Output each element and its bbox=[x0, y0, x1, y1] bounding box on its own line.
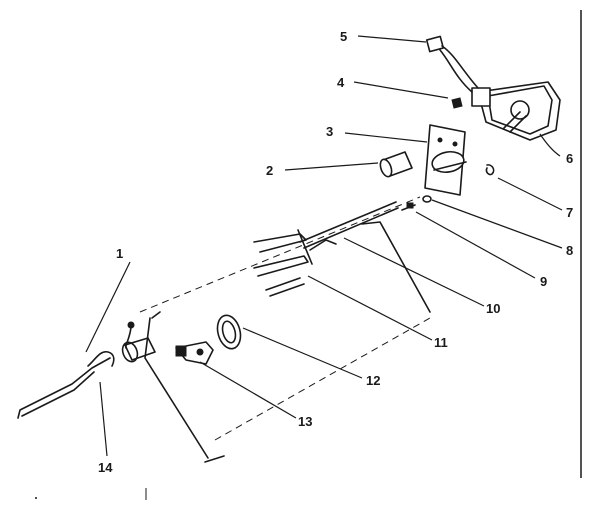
part-6-motor bbox=[471, 81, 561, 141]
callout-8: 8 bbox=[566, 243, 573, 258]
assembly-axis bbox=[139, 196, 421, 313]
callout-1: 1 bbox=[116, 246, 123, 261]
part-1-rod bbox=[17, 350, 115, 419]
callout-13: 13 bbox=[298, 414, 312, 429]
part-9-pin bbox=[401, 202, 416, 211]
callout-6: 6 bbox=[566, 151, 573, 166]
part-14-burner bbox=[121, 311, 225, 463]
callout-11: 11 bbox=[434, 335, 448, 350]
callout-9: 9 bbox=[540, 274, 547, 289]
callout-labels: 1 2 3 4 5 6 7 8 9 10 11 12 13 14 bbox=[98, 29, 573, 475]
callout-2: 2 bbox=[266, 163, 273, 178]
callout-4: 4 bbox=[337, 75, 345, 90]
callout-14: 14 bbox=[98, 460, 113, 475]
assembly-axis-lower bbox=[214, 317, 431, 441]
leader-lines bbox=[85, 35, 563, 457]
part-4-screw bbox=[451, 97, 463, 109]
part-13-bracket bbox=[175, 341, 214, 365]
part-11-forks bbox=[253, 229, 313, 297]
callout-12: 12 bbox=[366, 373, 380, 388]
part-7-clip bbox=[485, 164, 495, 176]
scan-dot bbox=[35, 497, 37, 499]
part-8-washer bbox=[422, 195, 432, 203]
part-10-spit-rod bbox=[299, 201, 431, 313]
part-2-cylinder bbox=[379, 151, 413, 178]
callout-5: 5 bbox=[340, 29, 347, 44]
part-5-connector bbox=[425, 35, 479, 93]
part-3-bracket bbox=[424, 124, 467, 196]
callout-3: 3 bbox=[326, 124, 333, 139]
callout-10: 10 bbox=[486, 301, 500, 316]
callout-7: 7 bbox=[566, 205, 573, 220]
part-12-ring bbox=[216, 314, 242, 350]
